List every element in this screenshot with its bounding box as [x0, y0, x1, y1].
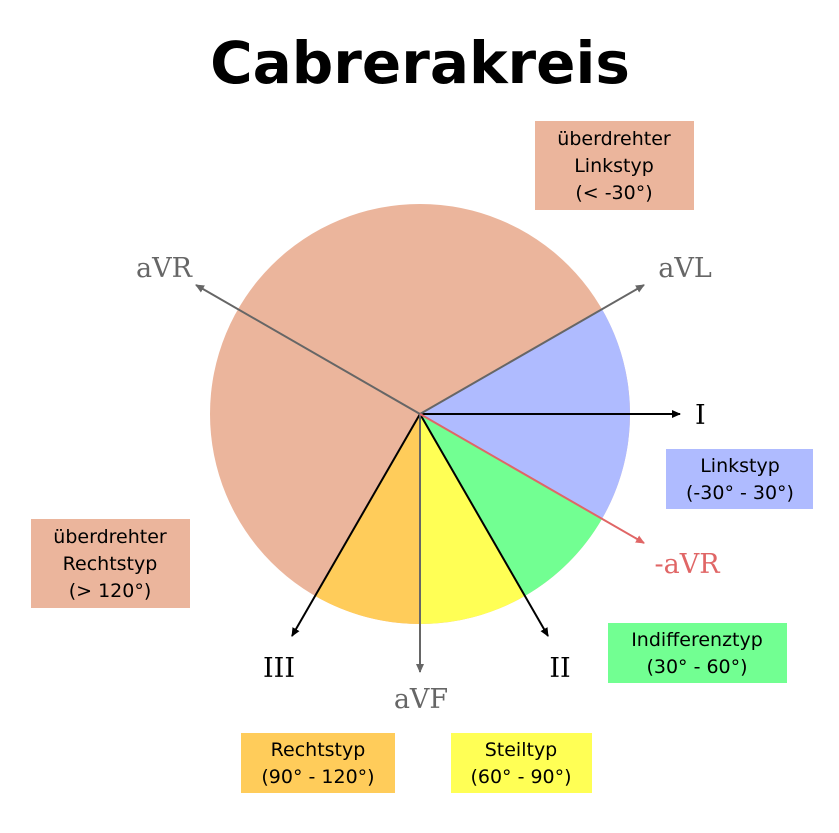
- box-line: überdrehter: [557, 128, 671, 150]
- lead-aVF-label: aVF: [394, 684, 448, 715]
- box-ueberdrehter-linkstyp: überdrehter Linkstyp (< -30°): [535, 121, 694, 210]
- box-line: Linkstyp: [574, 155, 654, 177]
- box-line: Indifferenztyp: [631, 629, 763, 651]
- lead-minus-aVR-label: -aVR: [654, 549, 720, 580]
- lead-aVL-label: aVL: [658, 253, 712, 284]
- lead-III-arrow: [291, 413, 421, 637]
- lead-II-arrow: [419, 413, 549, 637]
- box-rechtstyp: Rechtstyp (90° - 120°): [241, 733, 395, 793]
- lead-minus-aVR-arrow: [419, 413, 645, 544]
- sector-rechtstyp: [315, 414, 420, 624]
- lead-aVR-arrow: [195, 284, 421, 415]
- box-line: (30° - 60°): [646, 656, 747, 678]
- box-line: (-30° - 30°): [686, 482, 794, 504]
- box-linkstyp: Linkstyp (-30° - 30°): [666, 449, 813, 509]
- box-line: überdrehter: [53, 526, 167, 548]
- box-line: Linkstyp: [700, 455, 780, 477]
- diagram-title: Cabrerakreis: [210, 29, 630, 97]
- box-line: Steiltyp: [485, 739, 558, 761]
- box-steiltyp: Steiltyp (60° - 90°): [451, 733, 592, 793]
- box-ueberdrehter-rechtstyp: überdrehter Rechtstyp (> 120°): [31, 519, 190, 608]
- box-line: (60° - 90°): [470, 766, 571, 788]
- sector-steiltyp: [420, 414, 525, 624]
- box-line: (> 120°): [69, 580, 152, 602]
- lead-aVL-arrow: [419, 284, 645, 415]
- box-indifferenztyp: Indifferenztyp (30° - 60°): [608, 623, 787, 683]
- box-line: (90° - 120°): [261, 766, 374, 788]
- box-line: Rechtstyp: [63, 553, 158, 575]
- lead-aVR-label: aVR: [136, 253, 193, 284]
- lead-II-label: II: [549, 653, 570, 684]
- lead-I-label: I: [695, 400, 706, 431]
- box-line: (< -30°): [575, 182, 652, 204]
- sector-indifferenztyp: [420, 414, 602, 596]
- lead-III-label: III: [263, 653, 295, 684]
- box-line: Rechtstyp: [271, 739, 366, 761]
